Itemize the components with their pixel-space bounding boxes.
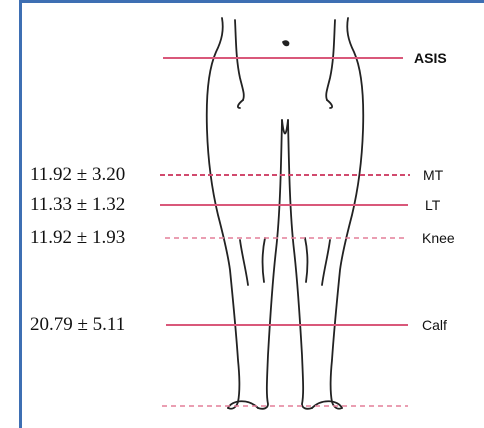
calf-label: Calf xyxy=(422,318,447,332)
knee-label: Knee xyxy=(422,231,455,245)
mt-value: 11.92 ± 3.20 xyxy=(30,165,125,184)
left-arm xyxy=(235,20,244,100)
level-lines xyxy=(160,58,410,406)
right-hand xyxy=(327,100,332,108)
right-arm xyxy=(326,20,335,100)
right-leg-inner-contour xyxy=(288,120,312,409)
left-knee-detail xyxy=(240,240,248,285)
navel xyxy=(283,41,289,45)
mt-label: MT xyxy=(423,168,443,182)
lt-value: 11.33 ± 1.32 xyxy=(30,195,125,214)
left-foot xyxy=(228,401,258,408)
right-knee-detail xyxy=(322,240,330,285)
right-knee-detail-inner xyxy=(305,238,307,282)
left-knee-detail-inner xyxy=(263,238,265,282)
right-leg-outer-contour xyxy=(331,18,364,409)
left-hand xyxy=(238,100,243,108)
left-leg-outer-contour xyxy=(207,18,240,409)
knee-value: 11.92 ± 1.93 xyxy=(30,228,125,247)
calf-value: 20.79 ± 5.11 xyxy=(30,315,125,334)
body-outline xyxy=(207,18,363,409)
left-leg-inner-contour xyxy=(258,120,282,409)
lt-label: LT xyxy=(425,198,440,212)
crotch-line xyxy=(282,120,288,134)
asis-label: ASIS xyxy=(414,51,447,65)
right-foot xyxy=(312,401,342,408)
